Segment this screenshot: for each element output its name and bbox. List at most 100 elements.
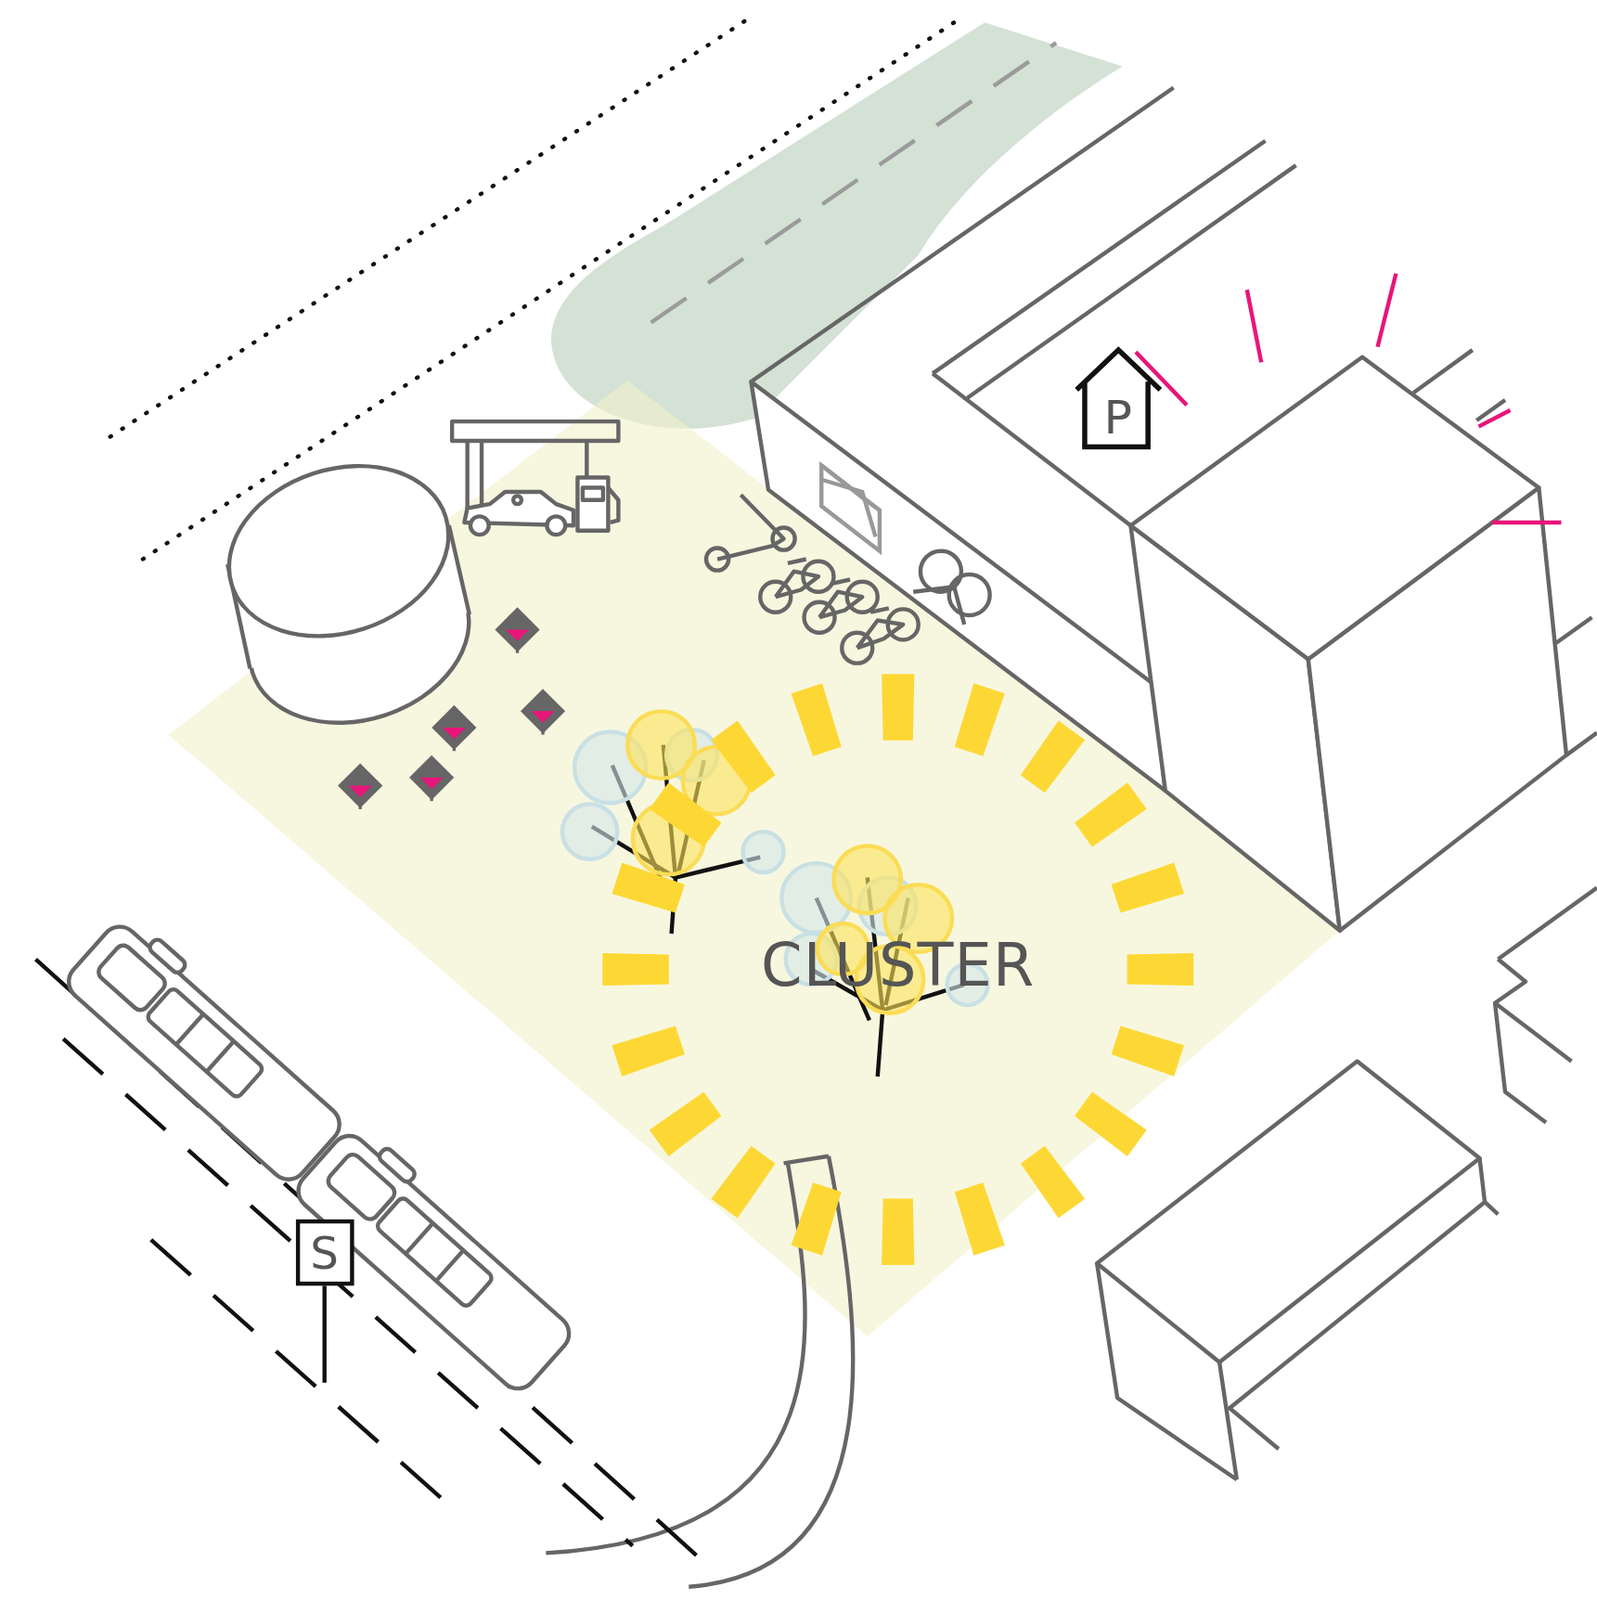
- pretzel-icon-part: [920, 551, 962, 593]
- tree-canopies-part: [743, 831, 785, 873]
- mail-icon: [821, 464, 880, 551]
- pretzel-icon: [913, 551, 990, 625]
- mail-icon-part: [821, 464, 880, 551]
- ring-dash: [791, 682, 842, 756]
- buildings-part: [1413, 349, 1473, 393]
- water-tank-part: [206, 438, 471, 664]
- trams-part: [436, 1249, 464, 1281]
- buildings-part: [1494, 959, 1546, 1123]
- charging-station-part: [451, 421, 619, 441]
- water-tank: [206, 438, 491, 751]
- info-markers-part: [515, 644, 519, 654]
- signal-rays-part: [1378, 273, 1397, 348]
- buildings-part: [750, 88, 1173, 383]
- info-markers-part: [411, 757, 452, 799]
- tree-canopies-part: [592, 745, 965, 1077]
- buildings-part: [932, 141, 1265, 374]
- trams-part: [290, 1119, 585, 1396]
- info-markers-part: [359, 800, 362, 810]
- trams-part: [206, 1041, 234, 1072]
- bikes-scooter: [706, 494, 919, 663]
- bikes-scooter-part: [857, 619, 903, 648]
- info-markers-part: [339, 765, 381, 807]
- ring-dash: [791, 1182, 842, 1255]
- ring-dash: [710, 721, 775, 794]
- trams-part: [290, 1128, 577, 1396]
- bikes-scooter-part: [870, 607, 889, 612]
- road-curve-part: [784, 1156, 829, 1164]
- trams-part: [61, 910, 356, 1187]
- mail-icon-part: [821, 479, 876, 538]
- parking-sign: P: [1074, 347, 1163, 451]
- buildings-part: [1494, 1003, 1572, 1062]
- tree-canopies-part: [877, 1009, 883, 1076]
- cluster-zone: CLUSTER: [602, 673, 1195, 1266]
- buildings-part: [1566, 732, 1597, 755]
- water-tank-part: [449, 525, 470, 615]
- buildings-part: [1556, 617, 1592, 643]
- buildings-part: [1476, 399, 1506, 421]
- node-label: P: [1103, 389, 1134, 445]
- sign-post: [321, 1285, 326, 1382]
- info-markers-part: [522, 691, 564, 733]
- trams-part: [376, 1146, 417, 1185]
- info-markers-part: [430, 792, 434, 801]
- ring-dash: [611, 862, 684, 913]
- signal-rays: [1135, 273, 1562, 523]
- info-markers-part: [497, 609, 539, 651]
- signal-rays-part: [1247, 289, 1262, 362]
- info-markers-part: [505, 618, 529, 642]
- tree-canopies-part: [562, 803, 618, 859]
- charging-station-part: [582, 488, 604, 501]
- green-strip: [551, 22, 1123, 429]
- bikes-scooter-part: [717, 494, 784, 559]
- buildings-part: [1497, 888, 1597, 960]
- info-markers-part: [452, 742, 456, 751]
- charging-station-part: [577, 477, 608, 531]
- charging-station: [451, 421, 619, 535]
- pretzel-icon-part: [913, 586, 954, 592]
- charging-station-part: [546, 515, 566, 535]
- charging-station-part: [479, 440, 484, 505]
- bikes-scooter-part: [831, 579, 851, 584]
- trams-part: [147, 937, 188, 976]
- buildings: [750, 88, 1597, 1481]
- buildings-part: [1130, 357, 1539, 659]
- charging-station-part: [464, 440, 469, 516]
- info-markers-part: [348, 773, 373, 798]
- ring-dash: [881, 1197, 915, 1265]
- tram-tracks-part: [63, 1038, 633, 1546]
- ring-dash: [602, 953, 670, 986]
- bikes-scooter-part: [775, 571, 819, 597]
- node-label: S: [309, 1226, 340, 1279]
- charging-station-part: [607, 488, 619, 523]
- ring-dash: [710, 1146, 775, 1219]
- buildings-part: [1484, 1201, 1498, 1214]
- bikes-scooter-part: [804, 602, 836, 633]
- buildings-part: [1096, 1060, 1480, 1362]
- trams-part: [374, 1196, 494, 1309]
- info-markers-part: [411, 757, 452, 799]
- ring-dash: [1074, 1092, 1147, 1157]
- charging-station-part: [470, 515, 490, 535]
- bikes-scooter-part: [787, 559, 807, 564]
- ring-dash: [1111, 862, 1185, 913]
- signal-rays-part: [1478, 410, 1510, 427]
- signal-rays-part: [1492, 520, 1562, 525]
- ring-dash: [1111, 1026, 1185, 1077]
- buildings-part: [1219, 1362, 1237, 1480]
- ring-dash: [954, 1182, 1005, 1255]
- road-curve: [545, 1156, 853, 1587]
- buildings-part: [932, 373, 1131, 526]
- ring-dash: [611, 1026, 684, 1077]
- info-markers-part: [442, 715, 466, 739]
- ring-dash: [1020, 1146, 1085, 1219]
- trams-part: [61, 918, 348, 1186]
- info-markers-part: [434, 707, 476, 748]
- node-label: CLUSTER: [760, 930, 1035, 1001]
- info-markers-part: [540, 726, 544, 735]
- info-markers-part: [531, 699, 555, 723]
- ring-dash: [1127, 953, 1195, 986]
